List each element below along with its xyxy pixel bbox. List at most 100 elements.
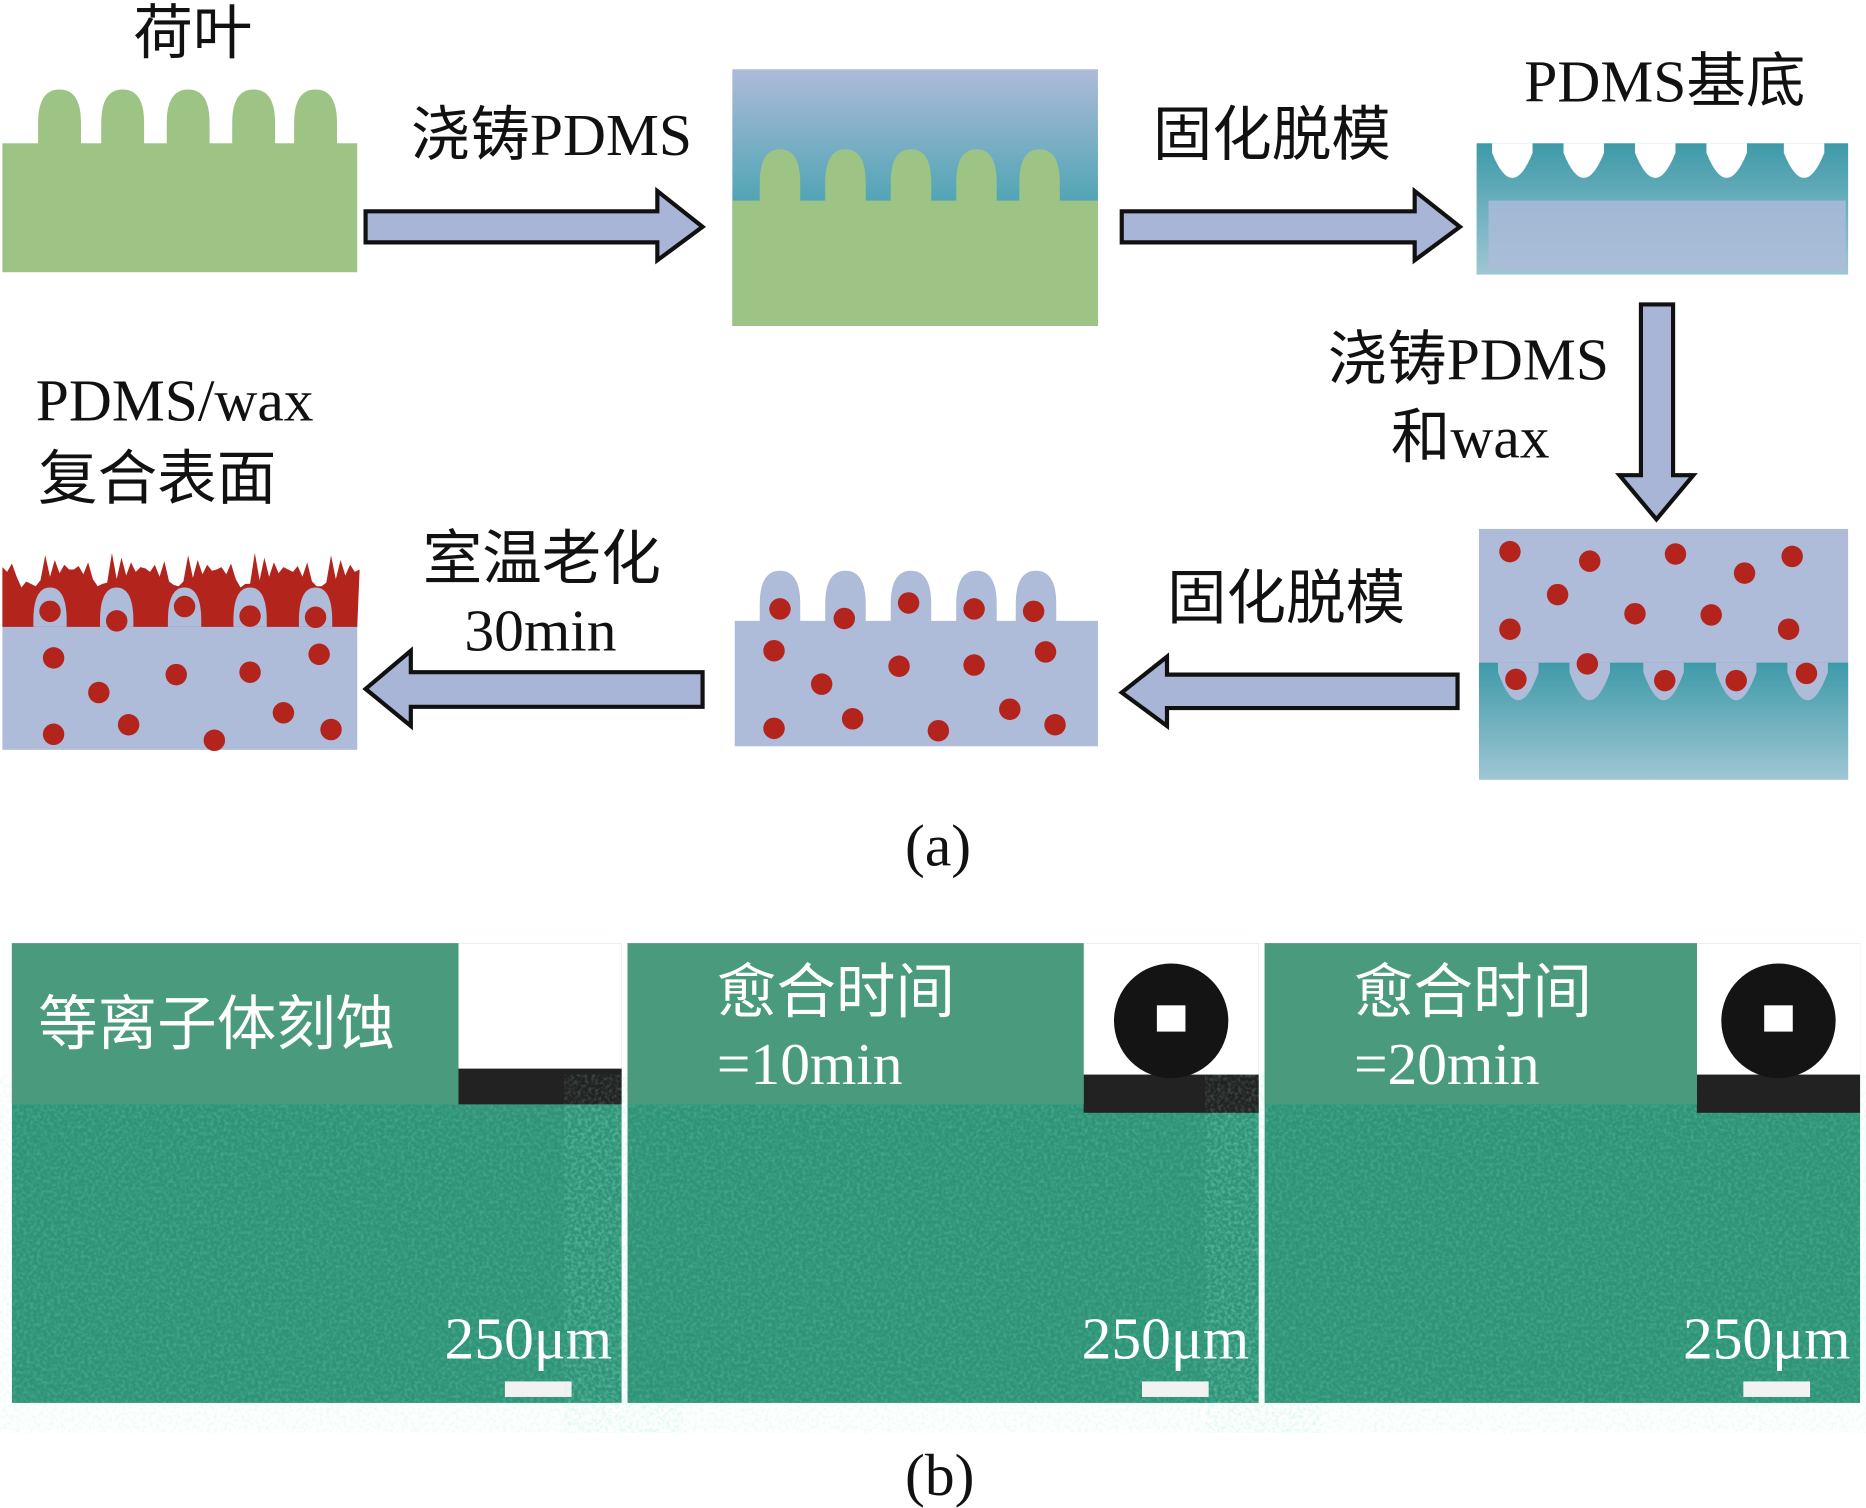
arrow-right-1 — [363, 186, 707, 265]
arrow-right-2 — [1119, 186, 1464, 265]
micrograph-label-line1: 等离子体刻蚀 — [38, 992, 395, 1058]
micrograph-label-line1: 愈合时间 — [717, 959, 955, 1025]
papilla — [759, 149, 801, 203]
wax-particle — [1795, 662, 1818, 685]
wax-particle — [39, 600, 61, 623]
papilla — [166, 89, 210, 146]
caption-b: (b) — [905, 1442, 974, 1508]
wax-particle — [1499, 618, 1521, 640]
wax-particle — [1700, 604, 1722, 626]
cavity — [1492, 143, 1533, 178]
wax-particle — [769, 598, 791, 620]
lotus-leaf-structure — [2, 89, 358, 273]
panel-a: 荷叶 浇铸PDMS 固化脱模 PDMS基底 浇铸PDMS 和wax 固化脱模 — [2, 1, 1849, 879]
wax-particle — [203, 729, 226, 752]
wax-particle — [42, 723, 65, 746]
micrograph-2: 愈合时间=10min 250μm — [627, 943, 1259, 1403]
wax-particle — [1654, 669, 1676, 692]
wax-particle — [105, 610, 128, 632]
scale-bar-label: 250μm — [445, 1306, 613, 1372]
pdms-wax-on-substrate — [1478, 528, 1849, 780]
papilla — [294, 89, 337, 146]
micrograph-3: 愈合时间=20min 250μm — [1264, 943, 1861, 1403]
wax-particle — [1022, 600, 1045, 623]
wax-particle — [1725, 669, 1747, 692]
pdms-substrate-label: PDMS基底 — [1524, 48, 1805, 114]
wax-particle — [308, 643, 330, 666]
step-cure-demold-label-2: 固化脱模 — [1167, 565, 1405, 631]
papilla — [1019, 149, 1060, 203]
cavity — [1783, 143, 1825, 178]
caption-a: (a) — [905, 813, 971, 879]
cavity — [1634, 143, 1676, 178]
arrow-left-2 — [362, 646, 705, 731]
arrow-down — [1615, 302, 1698, 523]
micrograph-label-line2: =10min — [717, 1031, 903, 1097]
step-cast-pdms-wax-label-2: 和wax — [1391, 404, 1550, 470]
papilla — [956, 149, 997, 203]
label-box — [11, 943, 459, 1105]
demolded-pdms-wax — [734, 570, 1098, 747]
scale-bar-label: 250μm — [1683, 1306, 1851, 1372]
wax-particle — [173, 595, 196, 618]
wax-particle — [1733, 562, 1756, 584]
lotus-leaf-label: 荷叶 — [133, 1, 252, 67]
step-cure-demold-label: 固化脱模 — [1153, 102, 1391, 168]
papilla — [101, 89, 145, 146]
result-label-2: 复合表面 — [38, 446, 276, 512]
wax-particle — [88, 681, 110, 704]
wax-particle — [927, 719, 950, 742]
wax-particle — [1777, 618, 1800, 640]
micrograph-label-line2: =20min — [1354, 1031, 1540, 1097]
arrow-left-1 — [1118, 652, 1460, 731]
wax-particle — [1576, 653, 1599, 675]
wax-particle — [810, 673, 833, 695]
wax-particle — [1579, 550, 1601, 572]
contact-angle-substrate — [1083, 1074, 1259, 1113]
wax-particle — [841, 708, 864, 730]
wax-particle — [897, 592, 920, 614]
papilla — [38, 89, 81, 146]
wax-particle — [833, 607, 856, 630]
wax-particle — [1624, 602, 1646, 625]
step-aging-label-1: 室温老化 — [423, 526, 661, 592]
pdms-substrate — [1476, 143, 1849, 275]
wax-particle — [963, 598, 985, 620]
wax-particle — [763, 639, 785, 662]
step-cast-pdms-wax-label-1: 浇铸PDMS — [1328, 327, 1609, 393]
wax-particle — [1505, 668, 1527, 691]
step-cast-pdms-label: 浇铸PDMS — [411, 102, 692, 168]
scale-bar-label: 250μm — [1082, 1306, 1250, 1372]
papilla — [232, 89, 276, 146]
wax-particle — [320, 718, 342, 741]
wax-particle — [42, 647, 65, 669]
result-label-1: PDMS/wax — [36, 367, 314, 433]
wax-particle — [1781, 545, 1803, 568]
cavity — [1706, 143, 1747, 178]
wax-particle — [1664, 543, 1687, 565]
wax-particle — [763, 717, 785, 740]
step-aging-label-2: 30min — [464, 598, 616, 664]
wax-particle — [1499, 540, 1521, 563]
label-box — [627, 943, 1084, 1105]
wax-particle — [888, 655, 910, 677]
contact-angle-substrate — [458, 1068, 622, 1105]
pdms-cast-on-leaf — [732, 69, 1098, 326]
scale-bar — [1141, 1381, 1209, 1397]
papilla — [825, 570, 866, 624]
papilla — [825, 149, 866, 203]
wax-particle — [117, 714, 140, 736]
contact-angle-substrate — [1696, 1074, 1861, 1113]
scale-bar — [1743, 1381, 1811, 1397]
wax-particle — [1546, 583, 1569, 606]
filled-cavity — [1569, 662, 1610, 701]
wax-particle — [239, 661, 261, 683]
scale-bar — [504, 1381, 572, 1397]
wax-particle — [963, 654, 985, 676]
wax-particle — [165, 663, 187, 686]
wax-particle — [239, 605, 261, 627]
label-box — [1264, 943, 1697, 1105]
micrograph-label-line1: 愈合时间 — [1354, 959, 1592, 1025]
panel-b: 等离子体刻蚀250μm愈合时间=10min250μm愈合时间=20min250μ… — [11, 943, 1861, 1403]
wax-particle — [1034, 641, 1057, 663]
